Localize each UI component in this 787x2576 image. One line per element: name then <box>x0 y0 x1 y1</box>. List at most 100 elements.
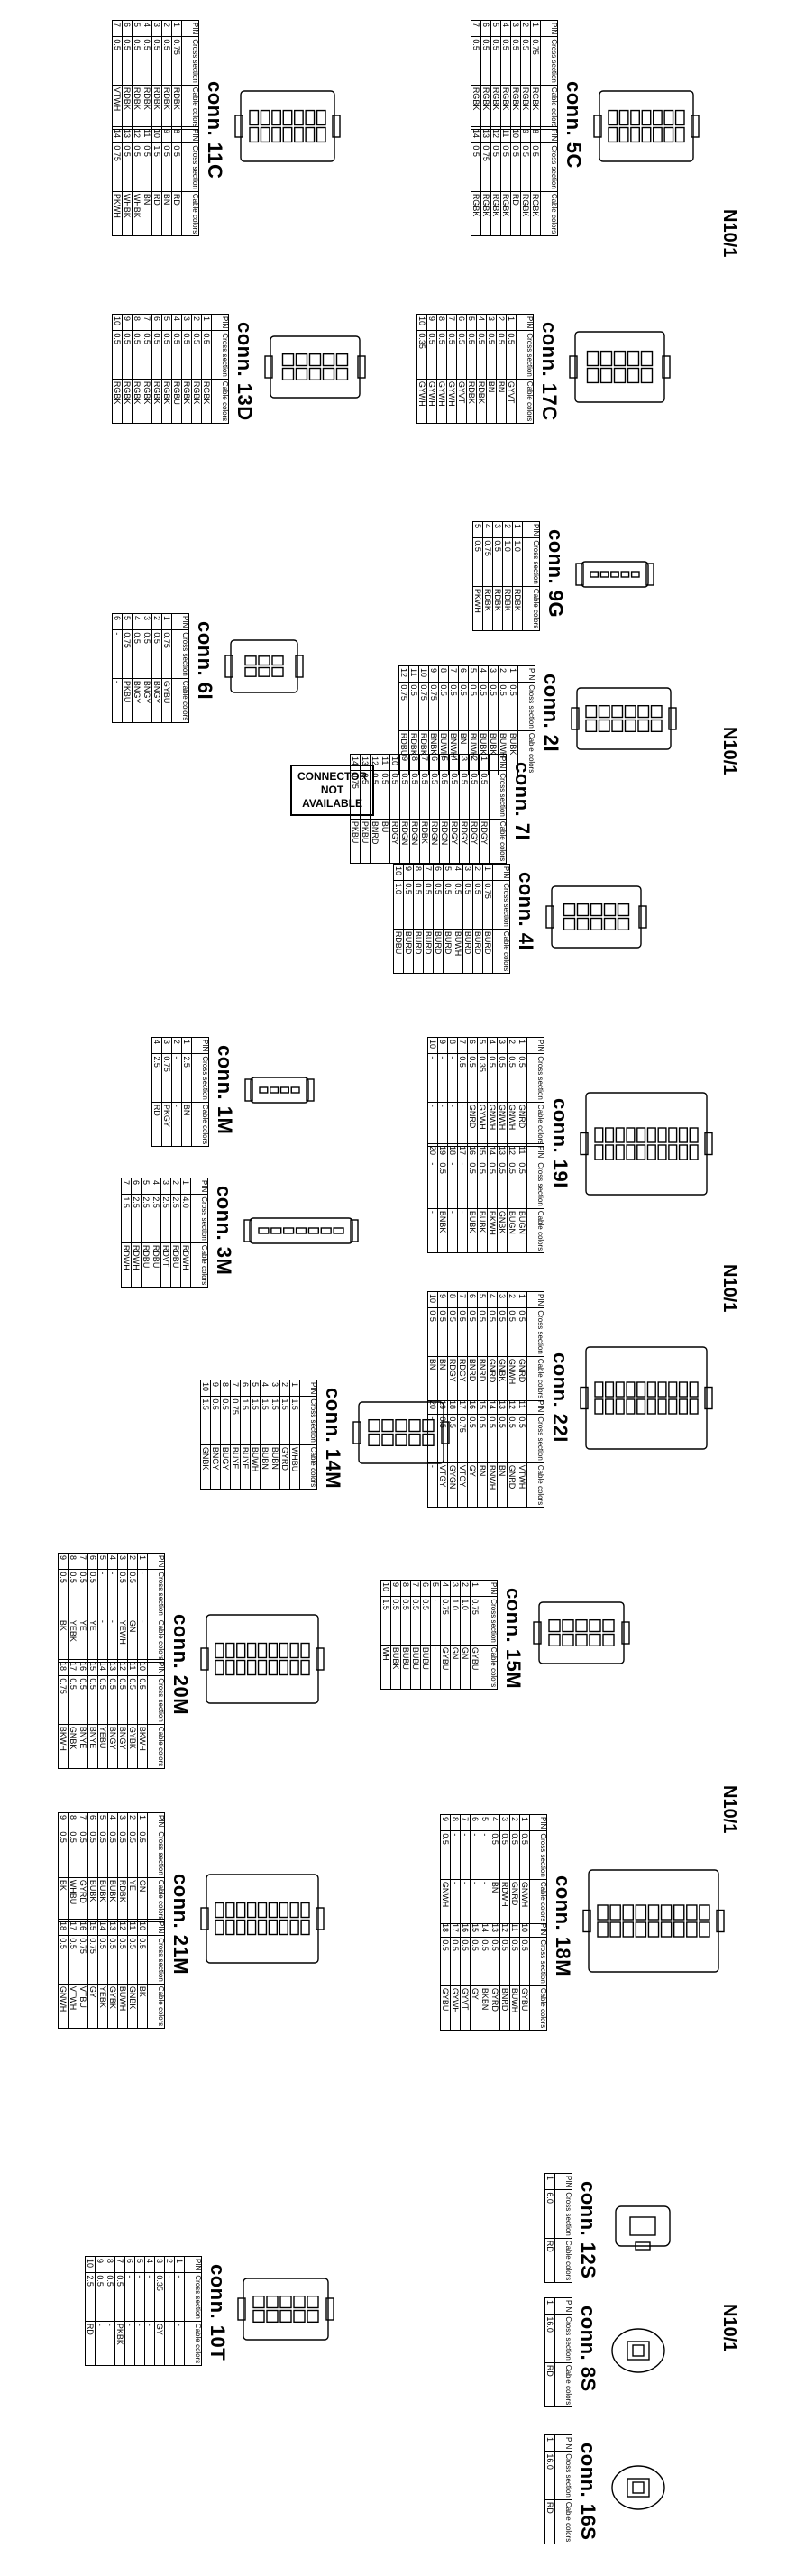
pin-cell: 0.5 <box>458 682 469 731</box>
pin-cell: 0.5 <box>403 880 414 930</box>
pin-cell: 0.5 <box>466 330 477 380</box>
pin-cell: 0.75 <box>350 770 361 820</box>
pin-cell: BN <box>161 191 172 236</box>
pin-cell: 5 <box>439 754 450 771</box>
pin-table-header: PIN <box>526 1037 544 1054</box>
pin-cell: 11 <box>509 1921 520 1938</box>
connector-title: conn. 19I <box>549 1098 572 1188</box>
connector-drawing-wrap <box>602 2324 670 2378</box>
pin-cell: 5 <box>97 1553 108 1570</box>
pin-cell: 14 <box>112 126 123 143</box>
pin-cell: - <box>427 1160 438 1209</box>
pin-cell: RD <box>171 191 182 236</box>
pin-cell: PKGY <box>161 1102 172 1147</box>
pin-cell: 0.5 <box>112 330 123 380</box>
pin-cell: 0.5 <box>137 1935 148 1985</box>
pin-cell: GNRD <box>517 1102 527 1147</box>
pin-cell: 3 <box>181 314 192 331</box>
pin-cell: 14 <box>471 126 481 143</box>
pin-cell: 0.5 <box>427 1307 438 1357</box>
pin-table-header: Cable colors <box>526 1102 544 1147</box>
pin-cell: 0.5 <box>107 1829 118 1878</box>
pin-cell: GYBK <box>127 1724 138 1769</box>
pin-cell: 0.5 <box>479 770 490 820</box>
pin-cell: 15 <box>470 1921 480 1938</box>
pin-row: 6-- <box>470 1814 480 1924</box>
pin-cell: WH <box>380 1645 391 1690</box>
pin-cell: - <box>95 2321 105 2366</box>
connector-drawing-wrap <box>602 2461 670 2515</box>
connector-title: conn. 20M <box>169 1614 192 1716</box>
pin-cell: 17 <box>68 1659 78 1676</box>
pin-table-header: PIN <box>540 126 558 143</box>
pin-cell: YE <box>78 1618 88 1663</box>
pin-cell: - <box>427 1208 438 1253</box>
pin-cell: 16 <box>467 1143 478 1160</box>
pin-cell: - <box>447 1053 458 1103</box>
connector-drawing-wrap <box>259 331 367 403</box>
pin-cell: 7 <box>112 20 123 37</box>
pin-cell: BNGY <box>117 1724 128 1769</box>
pin-cell: BUBK <box>390 1645 401 1690</box>
pin-cell: 7 <box>446 314 457 331</box>
pin-cell: BU <box>380 819 390 864</box>
pin-cell: - <box>134 2321 145 2366</box>
connector-drawing <box>200 1874 325 1964</box>
pin-cell: - <box>171 1102 182 1147</box>
pin-cell: 0.5 <box>519 1830 530 1880</box>
pin-cell: 0.5 <box>488 682 499 731</box>
connector-title: conn. 4I <box>515 872 537 951</box>
pin-cell: 0.75 <box>457 1414 468 1463</box>
pin-cell: 6 <box>467 1291 478 1308</box>
pin-cell: 0.5 <box>370 770 380 820</box>
connector-drawing-wrap <box>239 1072 316 1108</box>
pin-cell: 2 <box>509 1814 520 1831</box>
connector-drawing <box>224 639 304 693</box>
pin-table-header: Cross section <box>526 1160 544 1209</box>
pin-cell: BN <box>490 1879 500 1924</box>
pin-cell: 0.5 <box>127 1675 138 1725</box>
pin-cell: 13 <box>107 1919 118 1936</box>
pin-cell: 14 <box>487 1398 498 1415</box>
pin-table-header: Cross section <box>554 2451 572 2500</box>
pin-cell: 2.5 <box>141 1194 151 1243</box>
pin-table-header: PIN <box>529 1921 547 1938</box>
pin-cell: 8 <box>171 126 182 143</box>
pin-cell: 7 <box>423 864 434 881</box>
pin-cell: 2 <box>279 1380 290 1397</box>
pin-cell: 3 <box>497 1291 508 1308</box>
pin-cell: 6 <box>433 864 444 881</box>
pin-cell: 7 <box>457 1037 468 1054</box>
pin-cell: GYVT <box>506 379 517 424</box>
pin-cell: 0.5 <box>508 682 518 731</box>
pin-cell: 0.5 <box>530 142 541 192</box>
pin-cell: BNYE <box>78 1724 88 1769</box>
connector-drawing-wrap <box>195 1609 325 1709</box>
pin-cell: 0.5 <box>87 1829 98 1878</box>
